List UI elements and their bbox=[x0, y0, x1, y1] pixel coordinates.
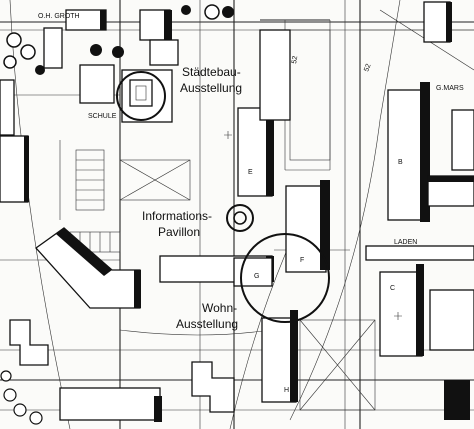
buildings-left bbox=[0, 9, 235, 422]
buildings-right bbox=[365, 1, 474, 420]
open-areas bbox=[119, 29, 376, 411]
building-letter-b: B bbox=[398, 159, 403, 166]
building-letter-f: F bbox=[300, 257, 304, 264]
label-52b: 52 bbox=[363, 63, 372, 73]
label-marsh: G.MARS bbox=[436, 85, 464, 92]
building-letter-g: G bbox=[254, 273, 259, 280]
label-groth: O.H. GROTH bbox=[38, 13, 80, 20]
label-info-1: Informations- bbox=[142, 209, 212, 223]
label-wohn-2: Ausstellung bbox=[176, 317, 238, 331]
label-info-2: Pavillon bbox=[158, 225, 200, 239]
label-52a: 52 bbox=[291, 55, 299, 64]
tree-symbols bbox=[0, 4, 234, 425]
parking-rows bbox=[69, 149, 121, 253]
building-letter-h: H bbox=[284, 387, 289, 394]
building-letter-c: C bbox=[390, 285, 395, 292]
label-schule: SCHULE bbox=[88, 113, 117, 120]
label-wohn-1: Wohn- bbox=[202, 301, 237, 315]
buildings-center bbox=[159, 29, 330, 403]
school-building bbox=[116, 69, 173, 123]
label-laden: LADEN bbox=[394, 239, 417, 246]
cross-markers bbox=[224, 131, 402, 320]
pavilion-markers bbox=[226, 204, 330, 323]
label-staedtebau-1: Städtebau- bbox=[182, 65, 241, 79]
label-staedtebau-2: Ausstellung bbox=[180, 81, 242, 95]
building-letter-e: E bbox=[248, 169, 253, 176]
